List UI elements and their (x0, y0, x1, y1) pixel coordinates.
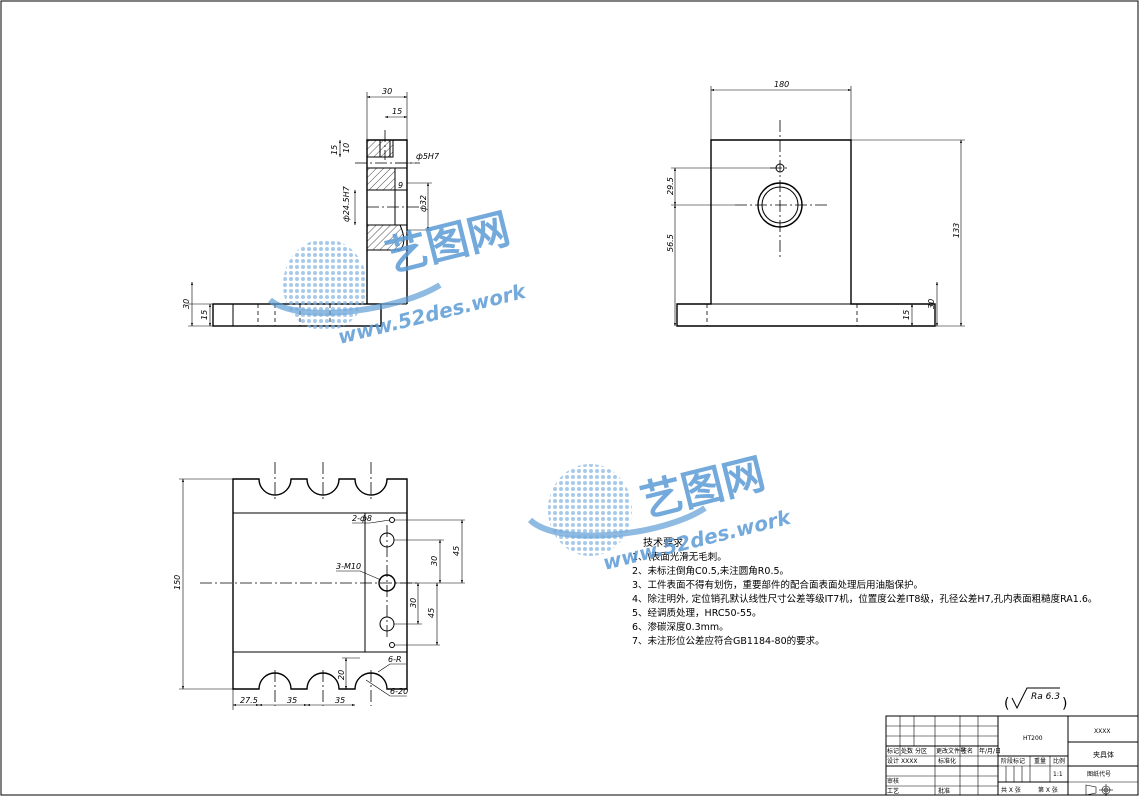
dim-side-phi24-5h7: ф24.5H7 (342, 185, 351, 222)
dim-top-35-a: 35 (287, 696, 297, 705)
dim-front-133: 133 (952, 223, 961, 238)
tb-sheet-no: 第 X 张 (1038, 786, 1058, 794)
watermark-middle: 艺图网 www.52des.work (527, 449, 794, 575)
dim-side-phi5h7: ф5H7 (416, 152, 440, 161)
dim-top-6-20: 6-20 (390, 687, 408, 696)
dim-side-9: 9 (398, 181, 403, 190)
dim-side-30-top: 30 (382, 87, 392, 96)
dim-side-15-top: 15 (392, 107, 402, 116)
dim-front-15: 15 (902, 310, 911, 320)
tb-scale: 1:1 (1053, 771, 1063, 778)
tb-design-label: 设计 (887, 757, 899, 765)
dim-side-10: 10 (342, 143, 351, 153)
tb-row-label-zone: 分区 (915, 747, 927, 755)
note-3: 3、工件表面不得有划伤，重要部件的配合面表面处理后用油脂保护。 (632, 579, 923, 591)
side-view: 30 15 10 15 ф5H7 9 ф24.5H7 ф32 30 15 (182, 87, 440, 327)
dim-side-30-base: 30 (182, 299, 191, 309)
tb-row-label-date: 年/月/日 (979, 747, 1001, 755)
svg-text:): ) (1062, 696, 1067, 712)
tb-row-label-sign: 签名 (961, 747, 973, 755)
roughness-symbol: ( Ra 6.3 ) (1004, 687, 1067, 712)
tb-approve-label: 批准 (938, 787, 950, 795)
watermark-brand-top: 艺图网 (381, 204, 515, 282)
tb-row-label-change: 更改文件号 (936, 747, 966, 755)
dim-top-6-r: 6-R (388, 655, 402, 664)
note-4: 4、除注明外, 定位销孔默认线性尺寸公差等级IT7机，位置度公差IT8级，孔径公… (632, 593, 1097, 605)
dim-top-30-lower: 30 (409, 598, 418, 608)
roughness-value: Ra 6.3 (1031, 692, 1060, 702)
note-6: 6、渗碳深度0.3mm。 (632, 621, 729, 633)
tb-company: XXXX (1094, 728, 1110, 735)
svg-text:(: ( (1004, 696, 1009, 712)
tb-row-label-count: 处数 (901, 747, 913, 755)
tb-weight-label: 重量 (1034, 757, 1046, 765)
note-7: 7、未注形位公差应符合GB1184-80的要求。 (632, 635, 825, 647)
technical-notes: 技术要求 1、\表面光滑无毛刺。 2、未标注倒角C0.5,未注圆角R0.5。 3… (632, 536, 1097, 647)
dim-side-phi32: ф32 (419, 195, 428, 212)
tb-standardize-label: 标准化 (938, 757, 956, 765)
projection-symbol-icon (1085, 784, 1113, 796)
tb-material: HT200 (1023, 735, 1043, 742)
tb-process-label: 工艺 (887, 787, 899, 795)
notes-heading: 技术要求 (643, 536, 683, 549)
note-1: 1、\表面光滑无毛刺。 (632, 551, 727, 563)
dim-top-150: 150 (173, 575, 182, 590)
dim-top-45-lower: 45 (427, 608, 436, 618)
tb-scale-label: 比例 (1053, 757, 1065, 765)
dim-top-3-m10: 3-M10 (336, 562, 361, 571)
dim-top-27-5: 27.5 (240, 696, 258, 705)
dim-top-20: 20 (337, 670, 346, 680)
dim-top-45-upper: 45 (452, 546, 461, 556)
dim-top-2-phi8: 2-ф8 (352, 514, 372, 523)
dim-side-15-base: 15 (200, 310, 209, 320)
dim-front-30: 30 (927, 299, 936, 309)
tb-designer: XXXX (901, 758, 917, 765)
front-view: 180 29.5 56.5 133 30 15 (666, 80, 965, 327)
tb-review-label: 审核 (887, 777, 899, 785)
tb-drawing-no-label: 图纸代号 (1087, 770, 1111, 778)
tb-stage-label: 阶段标记 (1001, 757, 1025, 765)
note-5: 5、经调质处理，HRC50-55。 (632, 607, 762, 619)
top-view: 150 30 45 30 45 20 27.5 35 35 (173, 462, 465, 710)
dim-side-15-left: 15 (330, 145, 339, 155)
title-block: 标记 处数 分区 更改文件号 签名 年/月/日 设计 XXXX 标准化 审核 工… (885, 715, 1139, 796)
dim-top-35-b: 35 (335, 696, 345, 705)
note-2: 2、未标注倒角C0.5,未注圆角R0.5。 (632, 565, 789, 577)
dim-front-29-5: 29.5 (666, 177, 675, 195)
tb-sheets-total: 共 X 张 (1001, 786, 1021, 794)
tb-part-name: 夹具体 (1093, 750, 1114, 759)
tb-row-label-mark: 标记 (887, 747, 899, 755)
dim-top-30-upper: 30 (430, 556, 439, 566)
dim-front-56-5: 56.5 (666, 234, 675, 252)
dim-front-180: 180 (774, 80, 789, 89)
watermark-globe-icon-2 (548, 464, 632, 556)
watermark-globe-icon (283, 239, 367, 331)
